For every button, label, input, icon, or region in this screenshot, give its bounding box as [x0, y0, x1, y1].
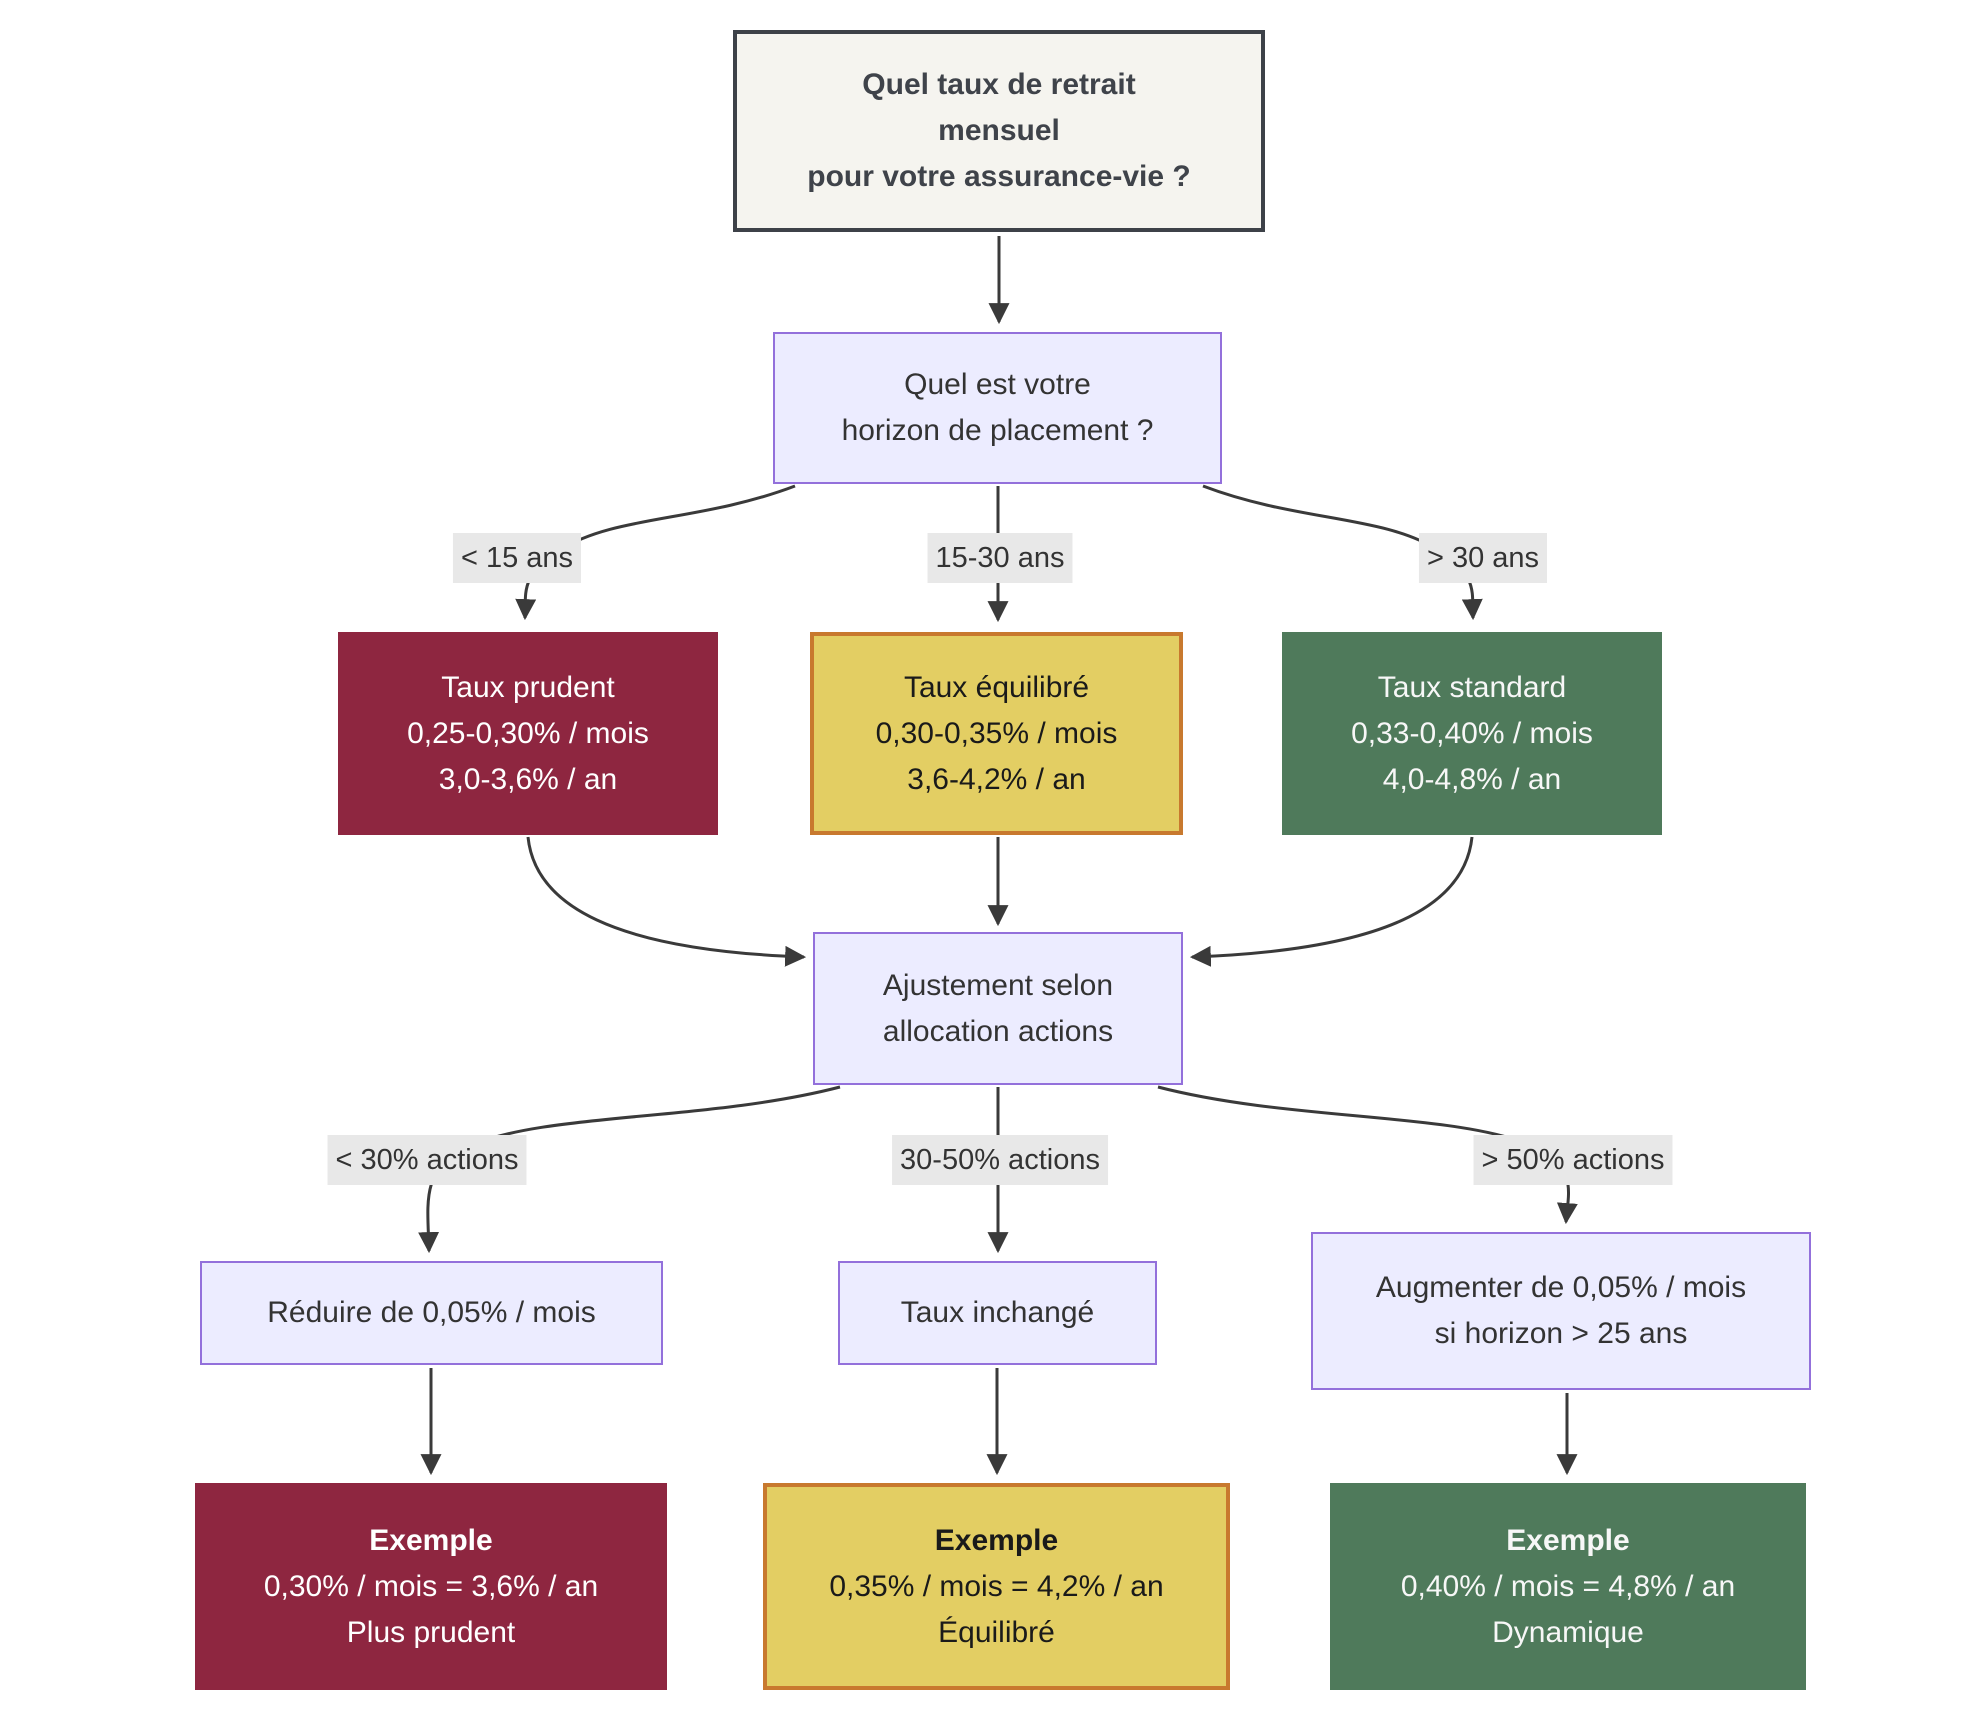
node-reduire-taux: Réduire de 0,05% / mois [200, 1261, 663, 1365]
node-text-line: Exemple [1506, 1523, 1630, 1557]
node-text-line: Exemple [934, 1523, 1059, 1557]
node-text-line: 0,30% / mois = 3,6% / an [263, 1569, 599, 1603]
node-exemple-equilibre: Exemple 0,35% / mois = 4,2% / an Équilib… [763, 1483, 1230, 1690]
node-exemple-dynamique: Exemple 0,40% / mois = 4,8% / an Dynamiq… [1330, 1483, 1806, 1690]
node-taux-prudent: Taux prudent 0,25-0,30% / mois 3,0-3,6% … [338, 632, 718, 835]
node-text-line: Augmenter de 0,05% / mois [1375, 1271, 1747, 1304]
node-text-line: horizon de placement ? [841, 414, 1154, 447]
node-question-horizon: Quel est votre horizon de placement ? [773, 332, 1222, 484]
node-question-taux-retrait: Quel taux de retrait mensuel pour votre … [733, 30, 1265, 232]
node-text-line: Équilibré [938, 1615, 1055, 1649]
node-text-line: Exemple [369, 1523, 493, 1557]
node-text-line: 4,0-4,8% / an [1382, 762, 1562, 796]
node-ajustement-allocation: Ajustement selon allocation actions [813, 932, 1183, 1085]
node-text-line: allocation actions [882, 1014, 1114, 1048]
node-taux-inchange: Taux inchangé [838, 1261, 1157, 1365]
edge-label-30-50-actions: 30-50% actions [892, 1135, 1108, 1185]
node-text-line: Quel est votre [904, 368, 1091, 401]
node-text-line: 0,25-0,30% / mois [407, 716, 649, 750]
node-text-line: 0,30-0,35% / mois [875, 716, 1118, 750]
node-text-line: Quel taux de retrait [862, 68, 1136, 101]
node-text-line: Taux prudent [441, 670, 615, 704]
node-text-line: Dynamique [1492, 1615, 1644, 1649]
node-text-line: Taux inchangé [900, 1296, 1095, 1329]
node-text-line: Ajustement selon [882, 968, 1114, 1002]
node-text-line: Plus prudent [346, 1615, 516, 1649]
edge-label-plus-30-ans: > 30 ans [1418, 533, 1548, 583]
edge-label-moins-30-actions: < 30% actions [327, 1135, 527, 1185]
node-text-line: mensuel [938, 114, 1060, 147]
node-text-line: pour votre assurance-vie ? [807, 160, 1191, 193]
node-exemple-prudent: Exemple 0,30% / mois = 3,6% / an Plus pr… [195, 1483, 667, 1690]
edge-label-moins-15-ans: < 15 ans [452, 533, 582, 583]
edge-label-15-30-ans: 15-30 ans [927, 533, 1073, 583]
edge-standard-ajustement [1189, 836, 1474, 967]
node-text-line: Taux équilibré [903, 670, 1090, 704]
node-text-line: Réduire de 0,05% / mois [267, 1296, 596, 1329]
node-text-line: 3,0-3,6% / an [438, 762, 618, 796]
node-taux-equilibre: Taux équilibré 0,30-0,35% / mois 3,6-4,2… [810, 632, 1183, 835]
node-text-line: 3,6-4,2% / an [907, 762, 1086, 796]
node-text-line: si horizon > 25 ans [1434, 1317, 1688, 1350]
node-text-line: 0,33-0,40% / mois [1351, 716, 1593, 750]
node-text-line: 0,40% / mois = 4,8% / an [1400, 1569, 1736, 1603]
node-augmenter-taux: Augmenter de 0,05% / mois si horizon > 2… [1311, 1232, 1811, 1390]
edge-prudent-ajustement [526, 836, 807, 967]
node-taux-standard: Taux standard 0,33-0,40% / mois 4,0-4,8%… [1282, 632, 1662, 835]
node-text-line: Taux standard [1377, 670, 1567, 704]
node-text-line: 0,35% / mois = 4,2% / an [829, 1569, 1164, 1603]
edge-label-plus-50-actions: > 50% actions [1473, 1135, 1673, 1185]
